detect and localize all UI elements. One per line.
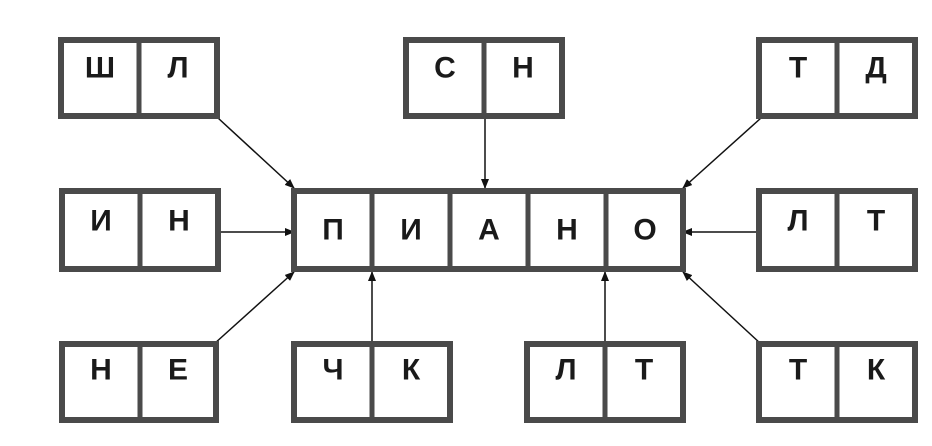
pair-box-top-center: С Н	[403, 37, 565, 119]
pair-box-top-right: Т Д	[756, 37, 918, 119]
pair-box-middle-right: Л Т	[756, 188, 918, 272]
main-letter-4: Н	[556, 214, 578, 247]
pair-top-center-letter-1: С	[434, 52, 456, 85]
pair-box-top-left: Ш Л	[58, 37, 220, 119]
pair-box-bottom-right: Т К	[756, 341, 918, 423]
pair-middle-left-letter-2: Н	[168, 205, 190, 238]
pair-box-bottom-left: Н Е	[59, 341, 219, 423]
arrow-bottom-left	[213, 271, 295, 345]
arrows	[213, 117, 762, 345]
pair-bottom-center-left-letter-2: К	[402, 354, 421, 387]
pair-bottom-center-right-letter-1: Л	[555, 354, 576, 387]
pair-middle-right-letter-2: Т	[867, 205, 885, 238]
main-letter-3: А	[478, 214, 500, 247]
pair-box-bottom-center-left: Ч К	[291, 341, 453, 423]
pair-bottom-right-letter-1: Т	[789, 354, 807, 387]
arrow-top-right	[682, 117, 762, 189]
pair-bottom-left-letter-2: Е	[168, 354, 188, 387]
main-letter-1: П	[322, 214, 344, 247]
pair-bottom-center-right-letter-2: Т	[635, 354, 653, 387]
pair-top-center-letter-2: Н	[512, 52, 534, 85]
arrow-bottom-right	[682, 271, 762, 345]
main-letter-5: О	[633, 214, 656, 247]
pair-box-middle-left: И Н	[59, 188, 221, 272]
pair-top-right-letter-2: Д	[865, 52, 886, 85]
arrow-top-left	[217, 117, 295, 189]
pair-bottom-left-letter-1: Н	[90, 354, 112, 387]
pair-box-bottom-center-right: Л Т	[524, 341, 686, 423]
pair-bottom-center-left-letter-1: Ч	[322, 354, 343, 387]
main-word-box: П И А Н О	[291, 188, 686, 272]
main-letter-2: И	[400, 214, 422, 247]
pair-top-right-letter-1: Т	[789, 52, 807, 85]
pair-top-left-letter-2: Л	[167, 52, 188, 85]
pair-top-left-letter-1: Ш	[85, 52, 115, 85]
pair-middle-left-letter-1: И	[90, 205, 112, 238]
pair-middle-right-letter-1: Л	[787, 205, 808, 238]
pair-bottom-right-letter-2: К	[867, 354, 886, 387]
